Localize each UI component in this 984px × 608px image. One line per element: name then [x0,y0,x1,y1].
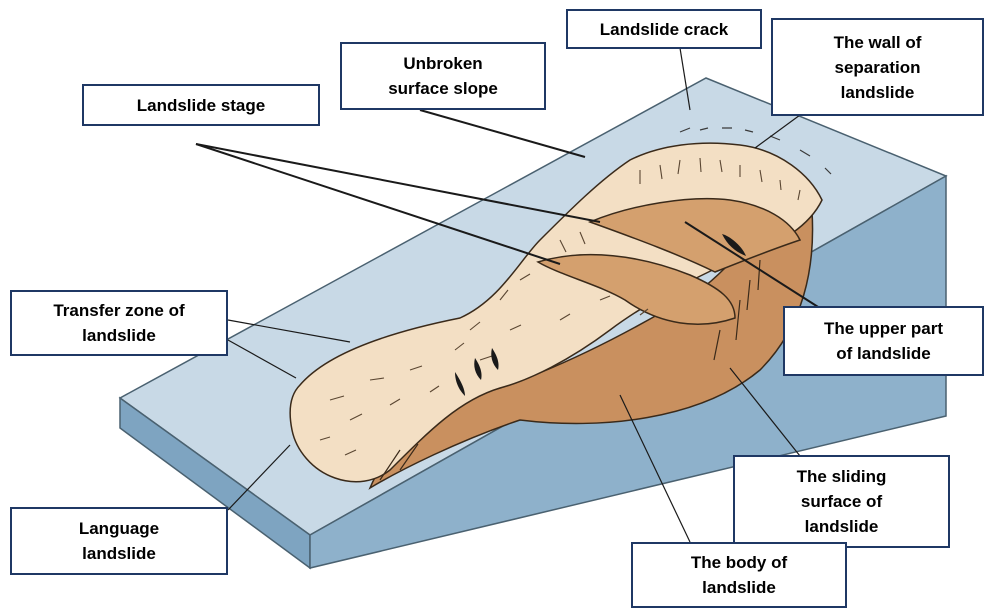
label-sliding-surface: The sliding surface of landslide [733,455,950,548]
label-unbroken-surface-slope: Unbroken surface slope [340,42,546,110]
label-wall-of-separation: The wall of separation landslide [771,18,984,116]
label-landslide-stage: Landslide stage [82,84,320,126]
label-body-of-landslide: The body of landslide [631,542,847,608]
label-upper-part: The upper part of landslide [783,306,984,376]
label-transfer-zone: Transfer zone of landslide [10,290,228,356]
label-language-landslide: Language landslide [10,507,228,575]
label-landslide-crack: Landslide crack [566,9,762,49]
